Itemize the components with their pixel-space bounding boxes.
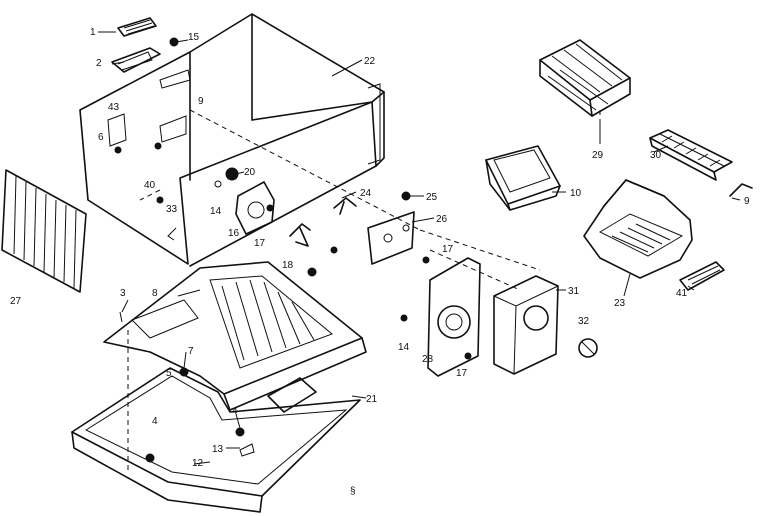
callout-22: 22 — [364, 56, 376, 67]
ice-cube-tray — [649, 129, 733, 181]
callout-2: 2 — [96, 58, 102, 69]
callout-17b: 17 — [442, 244, 454, 255]
callout-23: 23 — [614, 298, 626, 309]
callout-16: 16 — [228, 228, 240, 239]
callout-12: 12 — [192, 458, 204, 469]
callout-14b: 14 — [398, 342, 410, 353]
callout-3: 3 — [120, 288, 126, 299]
drain-pan — [71, 367, 361, 513]
callout-30: 30 — [650, 150, 662, 161]
leader-lines — [111, 39, 741, 465]
callout-9b: 9 — [744, 196, 750, 207]
callout-1: 1 — [90, 27, 96, 38]
callout-28: 28 — [422, 354, 434, 365]
callout-27: 27 — [10, 296, 22, 307]
callout-4b: 4 — [152, 416, 158, 427]
callout-33: 33 — [166, 204, 178, 215]
callout-40: 40 — [144, 180, 156, 191]
callout-21: 21 — [366, 394, 378, 405]
callout-26: 26 — [436, 214, 448, 225]
callout-9: 9 — [198, 96, 204, 107]
clip — [729, 183, 753, 197]
callout-41: 41 — [676, 288, 688, 299]
callout-17: 17 — [254, 238, 266, 249]
callout-7: 7 — [188, 346, 194, 357]
rear-panel — [1, 169, 87, 293]
callout-4: 4 — [232, 406, 238, 417]
callout-20: 20 — [244, 167, 256, 178]
fan-shroud — [427, 257, 481, 377]
callout-17c: 17 — [456, 368, 468, 379]
callout-24: 24 — [360, 188, 372, 199]
callout-14: 14 — [210, 206, 222, 217]
callout-18: 18 — [282, 260, 294, 271]
callout-labels: 1 2 3 4 4 5 6 7 8 9 9 10 12 13 14 14 15 … — [10, 27, 750, 497]
fasteners — [114, 142, 472, 463]
callout-43: 43 — [108, 102, 120, 113]
callout-6: 6 — [98, 132, 104, 143]
footer-mark: § — [350, 486, 356, 497]
callout-5: 5 — [166, 368, 172, 379]
knob — [578, 338, 598, 358]
freezer-liner — [79, 13, 385, 267]
fan-bracket — [367, 211, 415, 265]
evaporator-cover — [103, 261, 367, 411]
callout-13: 13 — [212, 444, 224, 455]
alignment-lines — [127, 109, 601, 470]
callout-25: 25 — [426, 192, 438, 203]
callout-32: 32 — [578, 316, 590, 327]
bucket-handle — [679, 261, 725, 291]
callout-29: 29 — [592, 150, 604, 161]
top-louver — [98, 17, 179, 73]
ice-bin-housing — [493, 275, 559, 375]
callout-31: 31 — [568, 286, 580, 297]
ice-tray — [485, 145, 561, 211]
wire-rack — [539, 39, 631, 117]
fan-motor — [235, 181, 357, 247]
ice-bucket — [583, 179, 693, 279]
callout-10: 10 — [570, 188, 582, 199]
callout-15: 15 — [188, 32, 200, 43]
callout-8: 8 — [152, 288, 158, 299]
